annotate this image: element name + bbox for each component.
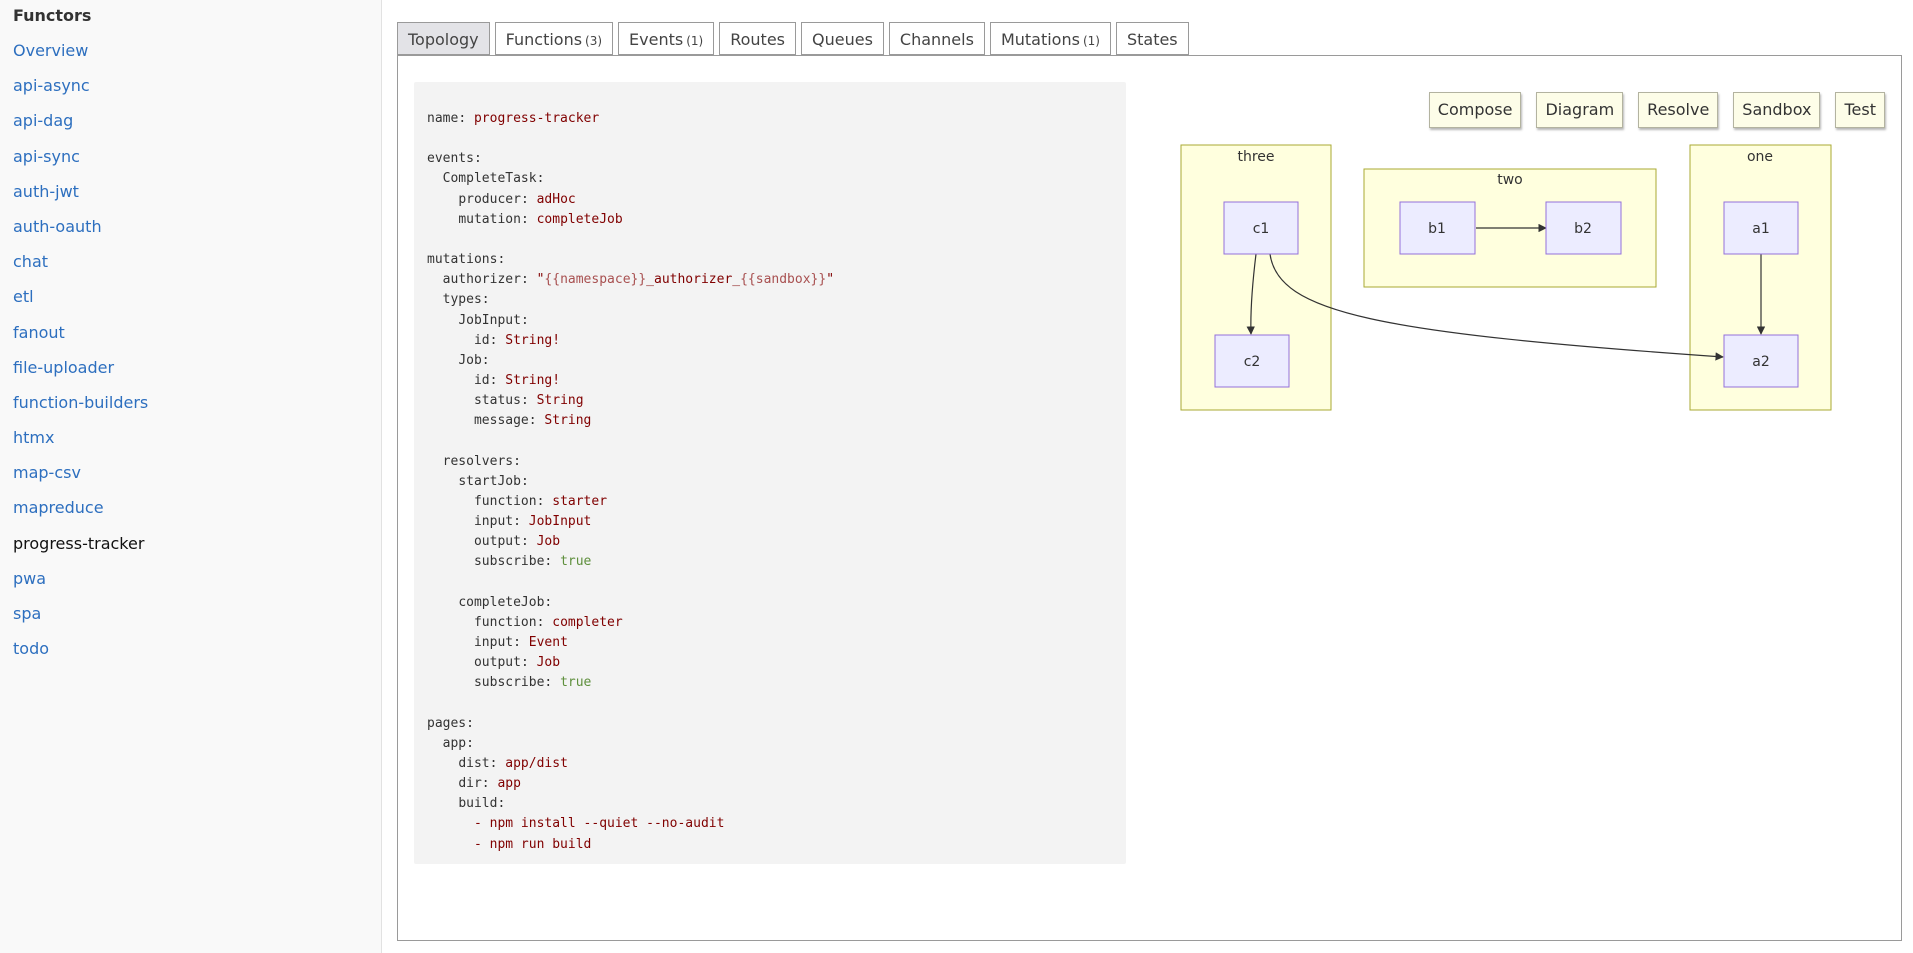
sidebar-item-auth-oauth[interactable]: auth-oauth	[13, 216, 148, 251]
tab-bar: Topology Functions(3) Events(1) Routes Q…	[397, 22, 1194, 56]
sidebar-item-api-async[interactable]: api-async	[13, 75, 148, 110]
node-label: c2	[1244, 354, 1261, 370]
sidebar-item-label[interactable]: function-builders	[13, 392, 149, 412]
node-label: b1	[1428, 221, 1446, 237]
topology-panel: name: progress-tracker events: CompleteT…	[397, 55, 1902, 941]
edge-c1-a2	[1269, 253, 1724, 361]
sidebar-item-label[interactable]: spa	[13, 604, 42, 623]
node-c2[interactable]: c2	[1214, 334, 1290, 388]
sidebar-item-fanout[interactable]: fanout	[13, 322, 148, 357]
sidebar-item-label[interactable]: auth-oauth	[13, 216, 102, 236]
node-b2[interactable]: b2	[1545, 201, 1622, 255]
sidebar-item-function-builders[interactable]: function-builders	[13, 392, 148, 427]
sidebar-item-spa[interactable]: spa	[13, 603, 148, 638]
sidebar-item-label[interactable]: auth-jwt	[13, 181, 79, 201]
sidebar-item-label[interactable]: htmx	[13, 428, 55, 448]
sidebar-item-htmx[interactable]: htmx	[13, 427, 148, 462]
sidebar-item-chat[interactable]: chat	[13, 251, 148, 286]
test-button[interactable]: Test	[1835, 92, 1885, 128]
node-label: a2	[1752, 354, 1770, 370]
tab-topology[interactable]: Topology	[397, 22, 490, 55]
sidebar-item-label[interactable]: api-async	[13, 76, 90, 96]
node-c1[interactable]: c1	[1223, 201, 1299, 255]
sidebar-item-label[interactable]: chat	[13, 252, 49, 272]
group-label: three	[1237, 149, 1274, 165]
node-a2[interactable]: a2	[1723, 334, 1799, 388]
sidebar-item-overview[interactable]: Overview	[13, 40, 148, 75]
tab-functions[interactable]: Functions(3)	[494, 22, 614, 55]
action-toolbar: Compose Diagram Resolve Sandbox Test	[1414, 92, 1885, 128]
diagram-button[interactable]: Diagram	[1536, 92, 1624, 128]
tab-states[interactable]: States	[1115, 22, 1189, 55]
topology-diagram: three two one c1 c2 b1 b2 a1 a2	[1180, 144, 1832, 411]
tab-label: Mutations	[1000, 30, 1080, 49]
tab-label: Queues	[812, 30, 873, 49]
tab-label: Routes	[730, 30, 785, 49]
group-label: two	[1497, 172, 1523, 188]
tab-routes[interactable]: Routes	[719, 22, 796, 55]
tab-label: Channels	[899, 30, 974, 49]
sidebar-item-label[interactable]: todo	[13, 639, 50, 659]
sidebar-item-label[interactable]: api-dag	[13, 111, 74, 131]
node-label: b2	[1574, 221, 1592, 237]
sidebar-item-label[interactable]: fanout	[13, 322, 65, 342]
tab-mutations[interactable]: Mutations(1)	[989, 22, 1111, 55]
sidebar-item-file-uploader[interactable]: file-uploader	[13, 357, 148, 392]
sidebar-item-auth-jwt[interactable]: auth-jwt	[13, 181, 148, 216]
sidebar-item-map-csv[interactable]: map-csv	[13, 462, 148, 497]
tab-channels[interactable]: Channels	[888, 22, 985, 55]
sandbox-button[interactable]: Sandbox	[1733, 92, 1821, 128]
group-label: one	[1747, 149, 1773, 165]
sidebar-item-label[interactable]: mapreduce	[13, 498, 104, 518]
compose-button[interactable]: Compose	[1428, 92, 1522, 128]
node-label: a1	[1752, 221, 1770, 237]
config-yaml: name: progress-tracker events: CompleteT…	[427, 111, 835, 852]
node-b1[interactable]: b1	[1399, 201, 1476, 255]
sidebar-item-label[interactable]: api-sync	[13, 146, 80, 166]
sidebar-item-label[interactable]: pwa	[13, 568, 47, 588]
sidebar-item-label[interactable]: Overview	[13, 41, 89, 60]
sidebar-item-api-sync[interactable]: api-sync	[13, 146, 148, 181]
tab-count: (3)	[585, 34, 603, 48]
resolve-button[interactable]: Resolve	[1638, 92, 1719, 128]
tab-label: Topology	[408, 30, 479, 49]
tab-count: (1)	[686, 34, 704, 48]
sidebar: Functors Overview api-async api-dag api-…	[0, 0, 382, 953]
sidebar-nav: Overview api-async api-dag api-sync auth…	[13, 40, 148, 673]
tab-queues[interactable]: Queues	[801, 22, 884, 55]
edge-c1-c2	[1246, 253, 1257, 335]
sidebar-item-label[interactable]: etl	[13, 287, 34, 307]
tab-events[interactable]: Events(1)	[618, 22, 715, 55]
sidebar-item-pwa[interactable]: pwa	[13, 568, 148, 603]
tab-count: (1)	[1082, 34, 1100, 48]
sidebar-item-progress-tracker[interactable]: progress-tracker	[13, 533, 148, 568]
tab-label: States	[1126, 30, 1178, 49]
sidebar-item-todo[interactable]: todo	[13, 638, 148, 673]
node-label: c1	[1253, 221, 1270, 237]
config-code-block: name: progress-tracker events: CompleteT…	[414, 82, 1126, 864]
tab-label: Functions	[505, 30, 583, 49]
sidebar-title: Functors	[13, 6, 92, 25]
sidebar-item-label[interactable]: map-csv	[13, 463, 81, 483]
sidebar-item-mapreduce[interactable]: mapreduce	[13, 497, 148, 532]
sidebar-item-etl[interactable]: etl	[13, 286, 148, 321]
sidebar-item-api-dag[interactable]: api-dag	[13, 110, 148, 145]
node-a1[interactable]: a1	[1723, 201, 1799, 255]
sidebar-item-label[interactable]: file-uploader	[13, 357, 115, 377]
sidebar-item-label[interactable]: progress-tracker	[13, 533, 145, 553]
tab-label: Events	[629, 30, 684, 49]
